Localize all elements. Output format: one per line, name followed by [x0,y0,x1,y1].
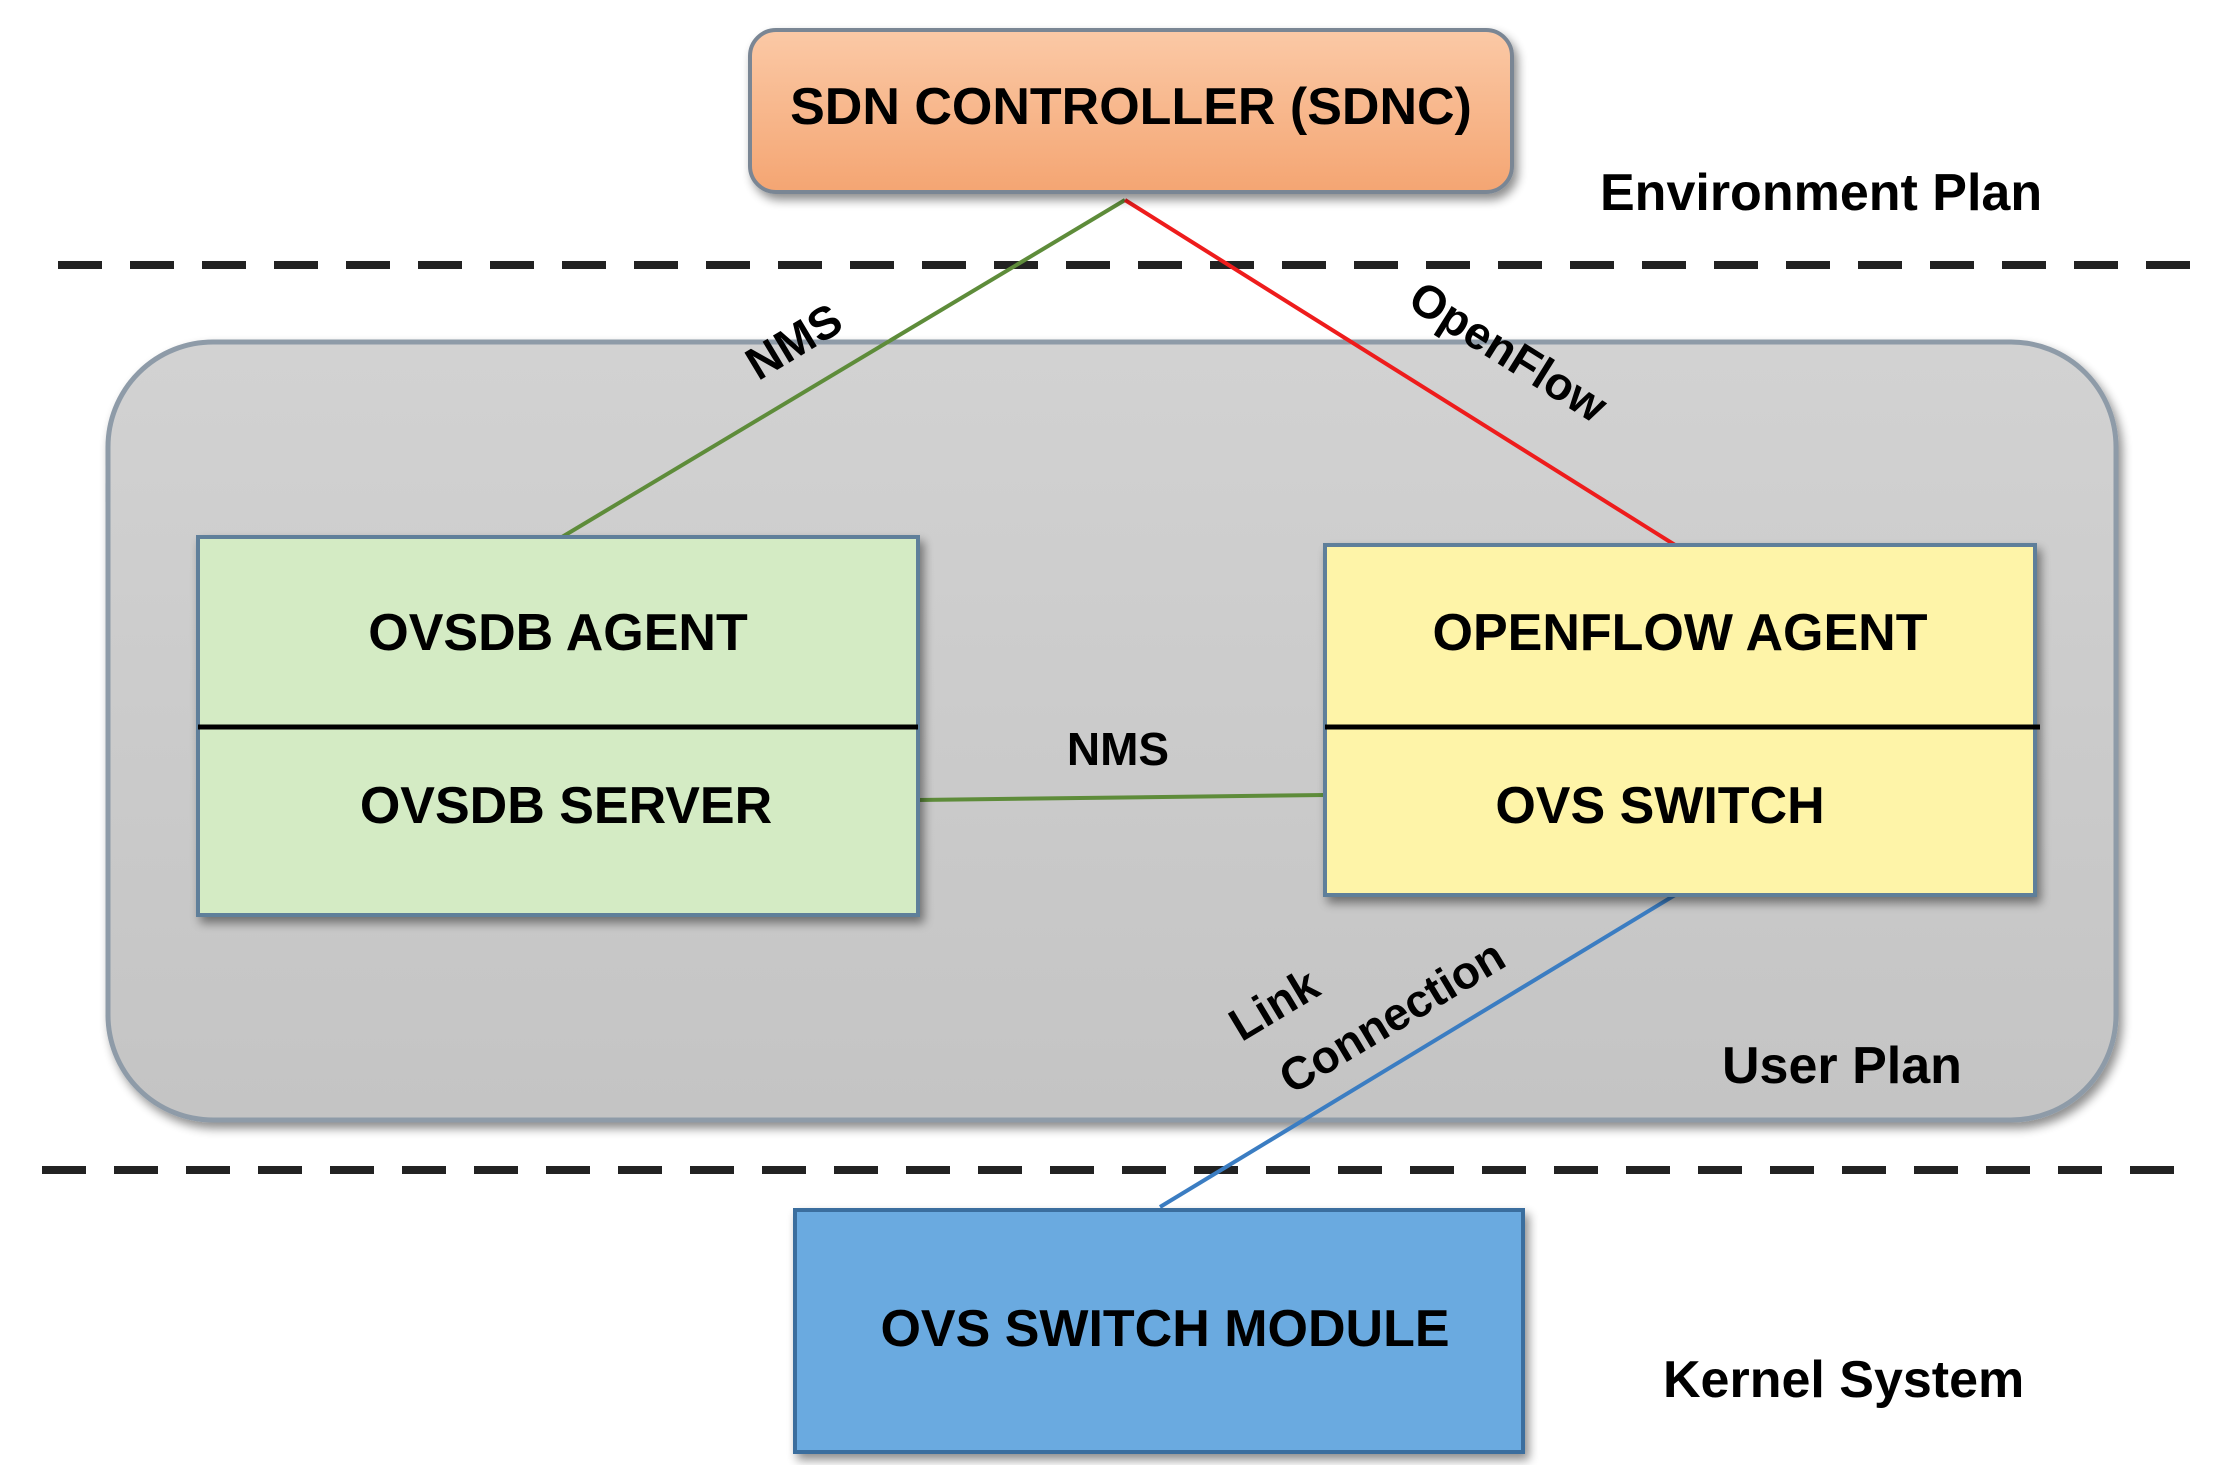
edge-controller-openflow [1123,198,1677,547]
user-plane-label: User Plan [1722,1037,1962,1095]
edge-switch-module [1158,893,1677,1209]
edge-controller-ovsdb [560,198,1127,539]
ovsdb-agent-label: OVSDB AGENT [368,604,748,662]
ovsdb-server-label: OVSDB SERVER [360,777,772,835]
sdn-controller-label: SDN CONTROLLER (SDNC) [790,78,1472,136]
ovs-switch-label: OVS SWITCH [1495,777,1824,835]
environment-plane-label: Environment Plan [1600,164,2042,222]
kernel-system-label: Kernel System [1663,1351,2024,1409]
openflow-block: OPENFLOW AGENT OVS SWITCH [1323,543,2040,897]
openflow-agent-label: OPENFLOW AGENT [1433,604,1928,662]
ovs-switch-module-node: OVS SWITCH MODULE [793,1208,1525,1454]
nms-middle-edge-label: NMS [1067,723,1169,775]
ovsdb-block: OVSDB AGENT OVSDB SERVER [196,535,920,917]
ovs-switch-module-label: OVS SWITCH MODULE [880,1300,1449,1358]
sdn-controller-node: SDN CONTROLLER (SDNC) [748,28,1514,194]
edge-server-switch [917,793,1326,802]
